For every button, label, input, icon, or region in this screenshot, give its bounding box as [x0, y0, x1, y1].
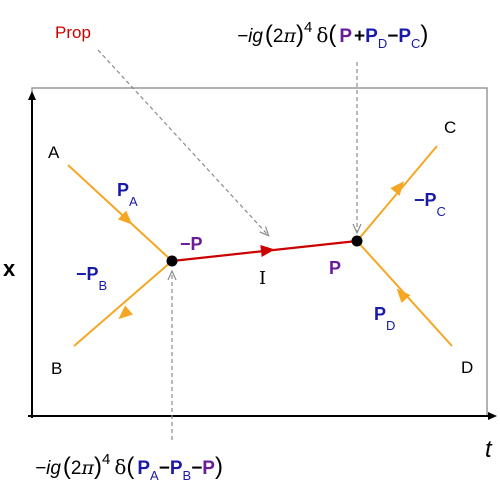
point-d-label: D	[461, 358, 473, 377]
x-axis-label: x	[3, 256, 16, 281]
t-axis-label: t	[485, 436, 493, 463]
momentum-pc-label: −PC	[414, 190, 446, 219]
arrowhead-b	[118, 305, 133, 320]
arrowhead-c	[390, 181, 404, 196]
point-a-label: A	[48, 143, 60, 162]
internal-momentum-p: P	[329, 258, 341, 278]
vertex-right	[351, 235, 363, 247]
arrowhead-a	[117, 210, 133, 225]
arrowhead-d	[396, 288, 411, 304]
internal-momentum-neg-p: −P	[180, 234, 203, 254]
prop-leader-line	[97, 49, 268, 235]
line-a	[67, 164, 173, 262]
momentum-pb-label: −PB	[76, 264, 107, 293]
prop-label: Prop	[55, 23, 91, 42]
point-i-label: I	[259, 268, 266, 289]
propagator-arrowhead	[260, 245, 275, 257]
point-c-label: C	[444, 118, 456, 137]
vertex-left	[166, 255, 178, 267]
momentum-pa-label: PA	[117, 180, 138, 209]
point-b-label: B	[51, 359, 62, 378]
momentum-pd-label: PD	[374, 304, 395, 333]
line-b	[73, 260, 173, 347]
